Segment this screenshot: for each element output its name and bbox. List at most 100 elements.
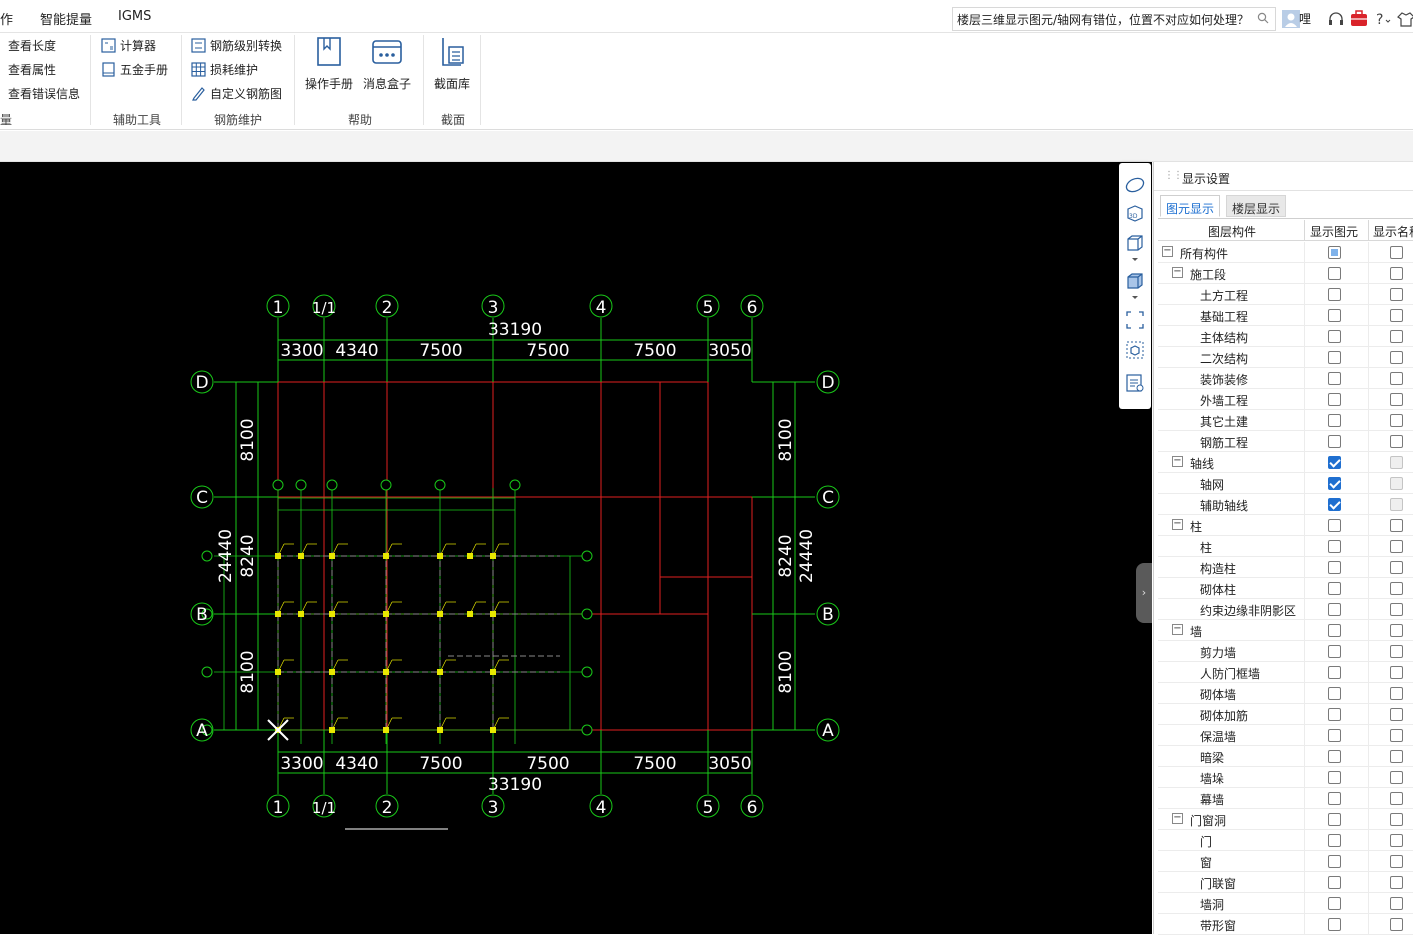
collapse-toggle-icon[interactable]: − [1162, 245, 1173, 257]
layer-row[interactable]: −门窗洞 [1158, 809, 1413, 830]
custom-rebar-drawing-button[interactable]: 自定义钢筋图 [191, 85, 282, 105]
show-name-checkbox[interactable] [1390, 267, 1403, 280]
show-name-checkbox[interactable] [1390, 288, 1403, 301]
layer-row[interactable]: 门 [1158, 830, 1413, 851]
headset-icon[interactable] [1327, 10, 1345, 28]
layer-row[interactable]: 砌体加筋 [1158, 704, 1413, 725]
layer-row[interactable]: 门联窗 [1158, 872, 1413, 893]
show-name-checkbox[interactable] [1390, 309, 1403, 322]
show-name-checkbox[interactable] [1390, 834, 1403, 847]
show-element-checkbox[interactable] [1328, 603, 1341, 616]
collapse-toggle-icon[interactable]: − [1172, 812, 1183, 824]
show-name-checkbox[interactable] [1390, 729, 1403, 742]
help-search-input[interactable]: 楼层三维显示图元/轴网有错位，位置不对应如何处理？ [952, 7, 1276, 31]
show-name-checkbox[interactable] [1390, 813, 1403, 826]
show-element-checkbox[interactable] [1328, 456, 1341, 469]
solid-box-icon[interactable] [1125, 271, 1145, 291]
show-element-checkbox[interactable] [1328, 645, 1341, 658]
layer-row[interactable]: 钢筋工程 [1158, 431, 1413, 452]
layer-row[interactable]: −施工段 [1158, 263, 1413, 284]
hardware-manual-button[interactable]: 五金手册 [101, 61, 168, 81]
chevron-down-icon[interactable] [1125, 294, 1145, 302]
skin-shirt-icon[interactable] [1397, 10, 1413, 28]
layer-row[interactable]: 暗梁 [1158, 746, 1413, 767]
show-name-checkbox[interactable] [1390, 708, 1403, 721]
show-name-checkbox[interactable] [1390, 876, 1403, 889]
view-errors-button[interactable]: 查看错误信息 [0, 85, 80, 105]
layer-row[interactable]: 砌体墙 [1158, 683, 1413, 704]
panel-collapse-handle[interactable]: › [1136, 563, 1152, 623]
layer-row[interactable]: 带形窗 [1158, 914, 1413, 935]
show-name-checkbox[interactable] [1390, 582, 1403, 595]
show-element-checkbox[interactable] [1328, 897, 1341, 910]
show-element-checkbox[interactable] [1328, 288, 1341, 301]
show-element-checkbox[interactable] [1328, 876, 1341, 889]
layer-row[interactable]: 剪力墙 [1158, 641, 1413, 662]
show-element-checkbox[interactable] [1328, 351, 1341, 364]
view-length-button[interactable]: 查看长度 [0, 37, 56, 57]
loss-maintenance-button[interactable]: 损耗维护 [191, 61, 258, 81]
show-element-checkbox[interactable] [1328, 393, 1341, 406]
layer-row[interactable]: 柱 [1158, 536, 1413, 557]
view-properties-button[interactable]: 查看属性 [0, 61, 56, 81]
show-name-checkbox[interactable] [1390, 603, 1403, 616]
drag-grip-icon[interactable]: ⋮⋮ [1164, 170, 1183, 181]
layer-row[interactable]: −墙 [1158, 620, 1413, 641]
show-element-checkbox[interactable] [1328, 582, 1341, 595]
show-name-checkbox[interactable] [1390, 750, 1403, 763]
layer-row[interactable]: 约束边缘非阴影区 [1158, 599, 1413, 620]
display-settings-icon[interactable] [1125, 373, 1145, 393]
layer-row[interactable]: 辅助轴线 [1158, 494, 1413, 515]
menu-item-smart-quantity[interactable]: 智能提量 [40, 13, 93, 28]
show-name-checkbox[interactable] [1390, 918, 1403, 931]
layer-row[interactable]: 墙洞 [1158, 893, 1413, 914]
layer-row[interactable]: 其它土建 [1158, 410, 1413, 431]
calculator-button[interactable]: 计算器 [101, 37, 156, 57]
layer-row[interactable]: 砌体柱 [1158, 578, 1413, 599]
show-element-checkbox[interactable] [1328, 540, 1341, 553]
show-element-checkbox[interactable] [1328, 792, 1341, 805]
column-header-show-element[interactable]: 显示图元 [1310, 225, 1359, 239]
layer-row[interactable]: 保温墙 [1158, 725, 1413, 746]
panel-header[interactable]: ⋮⋮ 显示设置 [1154, 162, 1413, 191]
user-name[interactable]: 哩 [1299, 12, 1312, 26]
user-avatar-icon[interactable] [1282, 10, 1300, 28]
show-element-checkbox[interactable] [1328, 246, 1341, 259]
show-name-checkbox[interactable] [1390, 561, 1403, 574]
show-name-checkbox[interactable] [1390, 645, 1403, 658]
chevron-down-icon[interactable] [1125, 256, 1145, 264]
show-name-checkbox[interactable] [1390, 792, 1403, 805]
show-element-checkbox[interactable] [1328, 687, 1341, 700]
show-element-checkbox[interactable] [1328, 330, 1341, 343]
show-name-checkbox[interactable] [1390, 519, 1403, 532]
show-element-checkbox[interactable] [1328, 372, 1341, 385]
show-name-checkbox[interactable] [1390, 414, 1403, 427]
show-element-checkbox[interactable] [1328, 834, 1341, 847]
collapse-toggle-icon[interactable]: − [1172, 266, 1183, 278]
tab-floor-display[interactable]: 楼层显示 [1226, 195, 1287, 217]
collapse-toggle-icon[interactable]: − [1172, 518, 1183, 530]
column-header-show-name[interactable]: 显示名称 [1373, 225, 1413, 239]
show-name-checkbox[interactable] [1390, 435, 1403, 448]
show-name-checkbox[interactable] [1390, 393, 1403, 406]
show-element-checkbox[interactable] [1328, 918, 1341, 931]
show-element-checkbox[interactable] [1328, 624, 1341, 637]
3d-view-icon[interactable]: 3D [1125, 203, 1145, 223]
layer-row[interactable]: 幕墙 [1158, 788, 1413, 809]
show-element-checkbox[interactable] [1328, 519, 1341, 532]
show-name-checkbox[interactable] [1390, 351, 1403, 364]
show-name-checkbox[interactable] [1390, 372, 1403, 385]
box-view-icon[interactable] [1125, 233, 1145, 253]
show-name-checkbox[interactable] [1390, 540, 1403, 553]
show-element-checkbox[interactable] [1328, 309, 1341, 322]
menu-item-work[interactable]: 作 [0, 13, 14, 28]
layer-row[interactable]: −柱 [1158, 515, 1413, 536]
layer-row[interactable]: −轴线 [1158, 452, 1413, 473]
message-box-button[interactable]: 消息盒子 [361, 35, 413, 92]
cube-select-icon[interactable] [1125, 340, 1145, 360]
show-element-checkbox[interactable] [1328, 771, 1341, 784]
layer-row[interactable]: 墙垛 [1158, 767, 1413, 788]
fullscreen-icon[interactable] [1125, 310, 1145, 330]
help-icon[interactable]: ? [1373, 10, 1391, 28]
